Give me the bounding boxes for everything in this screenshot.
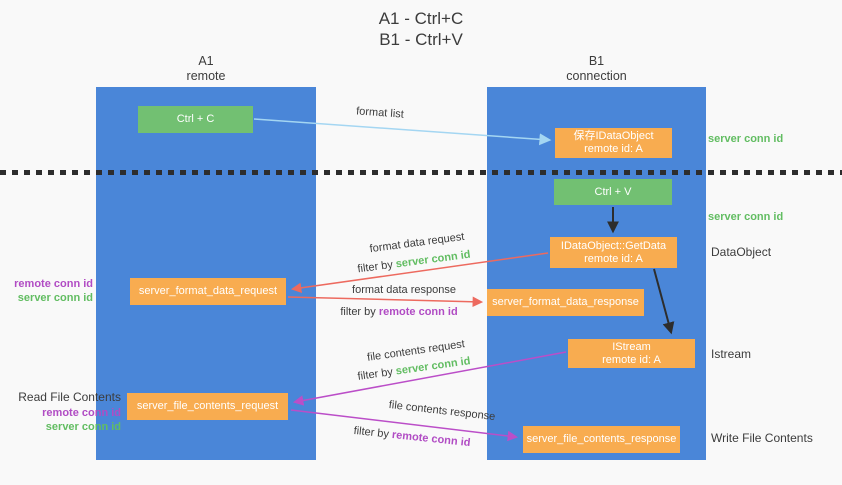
node-ctrl-v-label: Ctrl + V: [594, 185, 632, 198]
node-server-format-data-request: server_format_data_request: [130, 278, 286, 305]
annotation-read-file-contents: Read File Contents: [18, 390, 121, 404]
annotation-write-file-contents: Write File Contents: [711, 431, 813, 445]
annotation-server-conn-id-mid: server conn id: [708, 211, 784, 223]
filter-by-text: filter by: [353, 424, 390, 441]
arrow-format-data-response: [287, 296, 484, 308]
node-getdata: IDataObject::GetData remote id: A: [550, 237, 677, 268]
remote-conn-id-text: remote conn id: [391, 428, 471, 450]
node-ctrl-c-label: Ctrl + C: [176, 113, 215, 125]
lane-a1-id: A1: [198, 54, 214, 68]
annotation-server-conn-id-left-1: server conn id: [17, 292, 93, 304]
annotation-remote-conn-id-left-2: remote conn id: [42, 407, 121, 419]
filter-by-text: filter by: [356, 258, 394, 276]
node-server-file-contents-response: server_file_contents_response: [523, 426, 680, 453]
title-line-2: B1 - Ctrl+V: [379, 30, 463, 49]
remote-conn-id-text: remote conn id: [378, 306, 458, 318]
annotation-remote-conn-id-left-1: remote conn id: [14, 278, 93, 290]
label-format-data-response: format data response: [352, 284, 456, 296]
diagram-title: A1 - Ctrl+C B1 - Ctrl+V: [0, 8, 842, 50]
node-getdata-line2: remote id: A: [584, 252, 643, 265]
node-save-dataobject: 保存IDataObject remote id: A: [555, 128, 672, 158]
filter-by-text: filter by: [340, 306, 376, 318]
node-ctrl-v: Ctrl + V: [554, 179, 672, 205]
node-save-dataobject-line1: 保存IDataObject: [573, 130, 654, 142]
lane-b1-id: B1: [588, 54, 605, 68]
title-line-1: A1 - Ctrl+C: [378, 9, 464, 28]
filter-by-text: filter by: [356, 366, 394, 383]
label-filter-by-remote-conn-id-2: filter by remote conn id: [353, 425, 471, 449]
phase-separator-dotted-line: [0, 170, 842, 175]
node-ctrl-c: Ctrl + C: [138, 106, 253, 133]
lane-a1-role: remote: [186, 69, 226, 83]
label-filter-by-remote-conn-id-1: filter by remote conn id: [340, 306, 457, 318]
annotation-server-conn-id-top: server conn id: [708, 133, 784, 145]
node-istream: IStream remote id: A: [568, 339, 695, 368]
annotation-server-conn-id-left-2: server conn id: [45, 421, 121, 433]
lane-header-b1: B1 connection: [487, 54, 706, 84]
lane-b1-role: connection: [566, 69, 627, 83]
server-conn-id-text: server conn id: [395, 355, 472, 378]
node-getdata-line1: IDataObject::GetData: [560, 239, 667, 252]
node-istream-line1: IStream: [612, 340, 651, 353]
server-conn-id-text: server conn id: [395, 248, 472, 271]
lane-header-a1: A1 remote: [96, 54, 316, 84]
node-server-format-data-response-label: server_format_data_response: [492, 296, 639, 308]
label-file-contents-response: file contents response: [388, 398, 496, 424]
node-server-format-data-request-label: server_format_data_request: [138, 285, 278, 297]
node-server-file-contents-request: server_file_contents_request: [127, 393, 288, 420]
annotation-dataobject: DataObject: [711, 245, 772, 259]
label-format-list: format list: [355, 105, 405, 121]
node-server-format-data-response: server_format_data_response: [487, 289, 644, 316]
node-server-file-contents-request-label: server_file_contents_request: [136, 400, 279, 412]
node-server-file-contents-response-label: server_file_contents_response: [526, 433, 677, 445]
node-save-dataobject-line2: remote id: A: [584, 143, 643, 155]
node-istream-line2: remote id: A: [602, 353, 661, 366]
annotation-istream: Istream: [711, 347, 752, 361]
